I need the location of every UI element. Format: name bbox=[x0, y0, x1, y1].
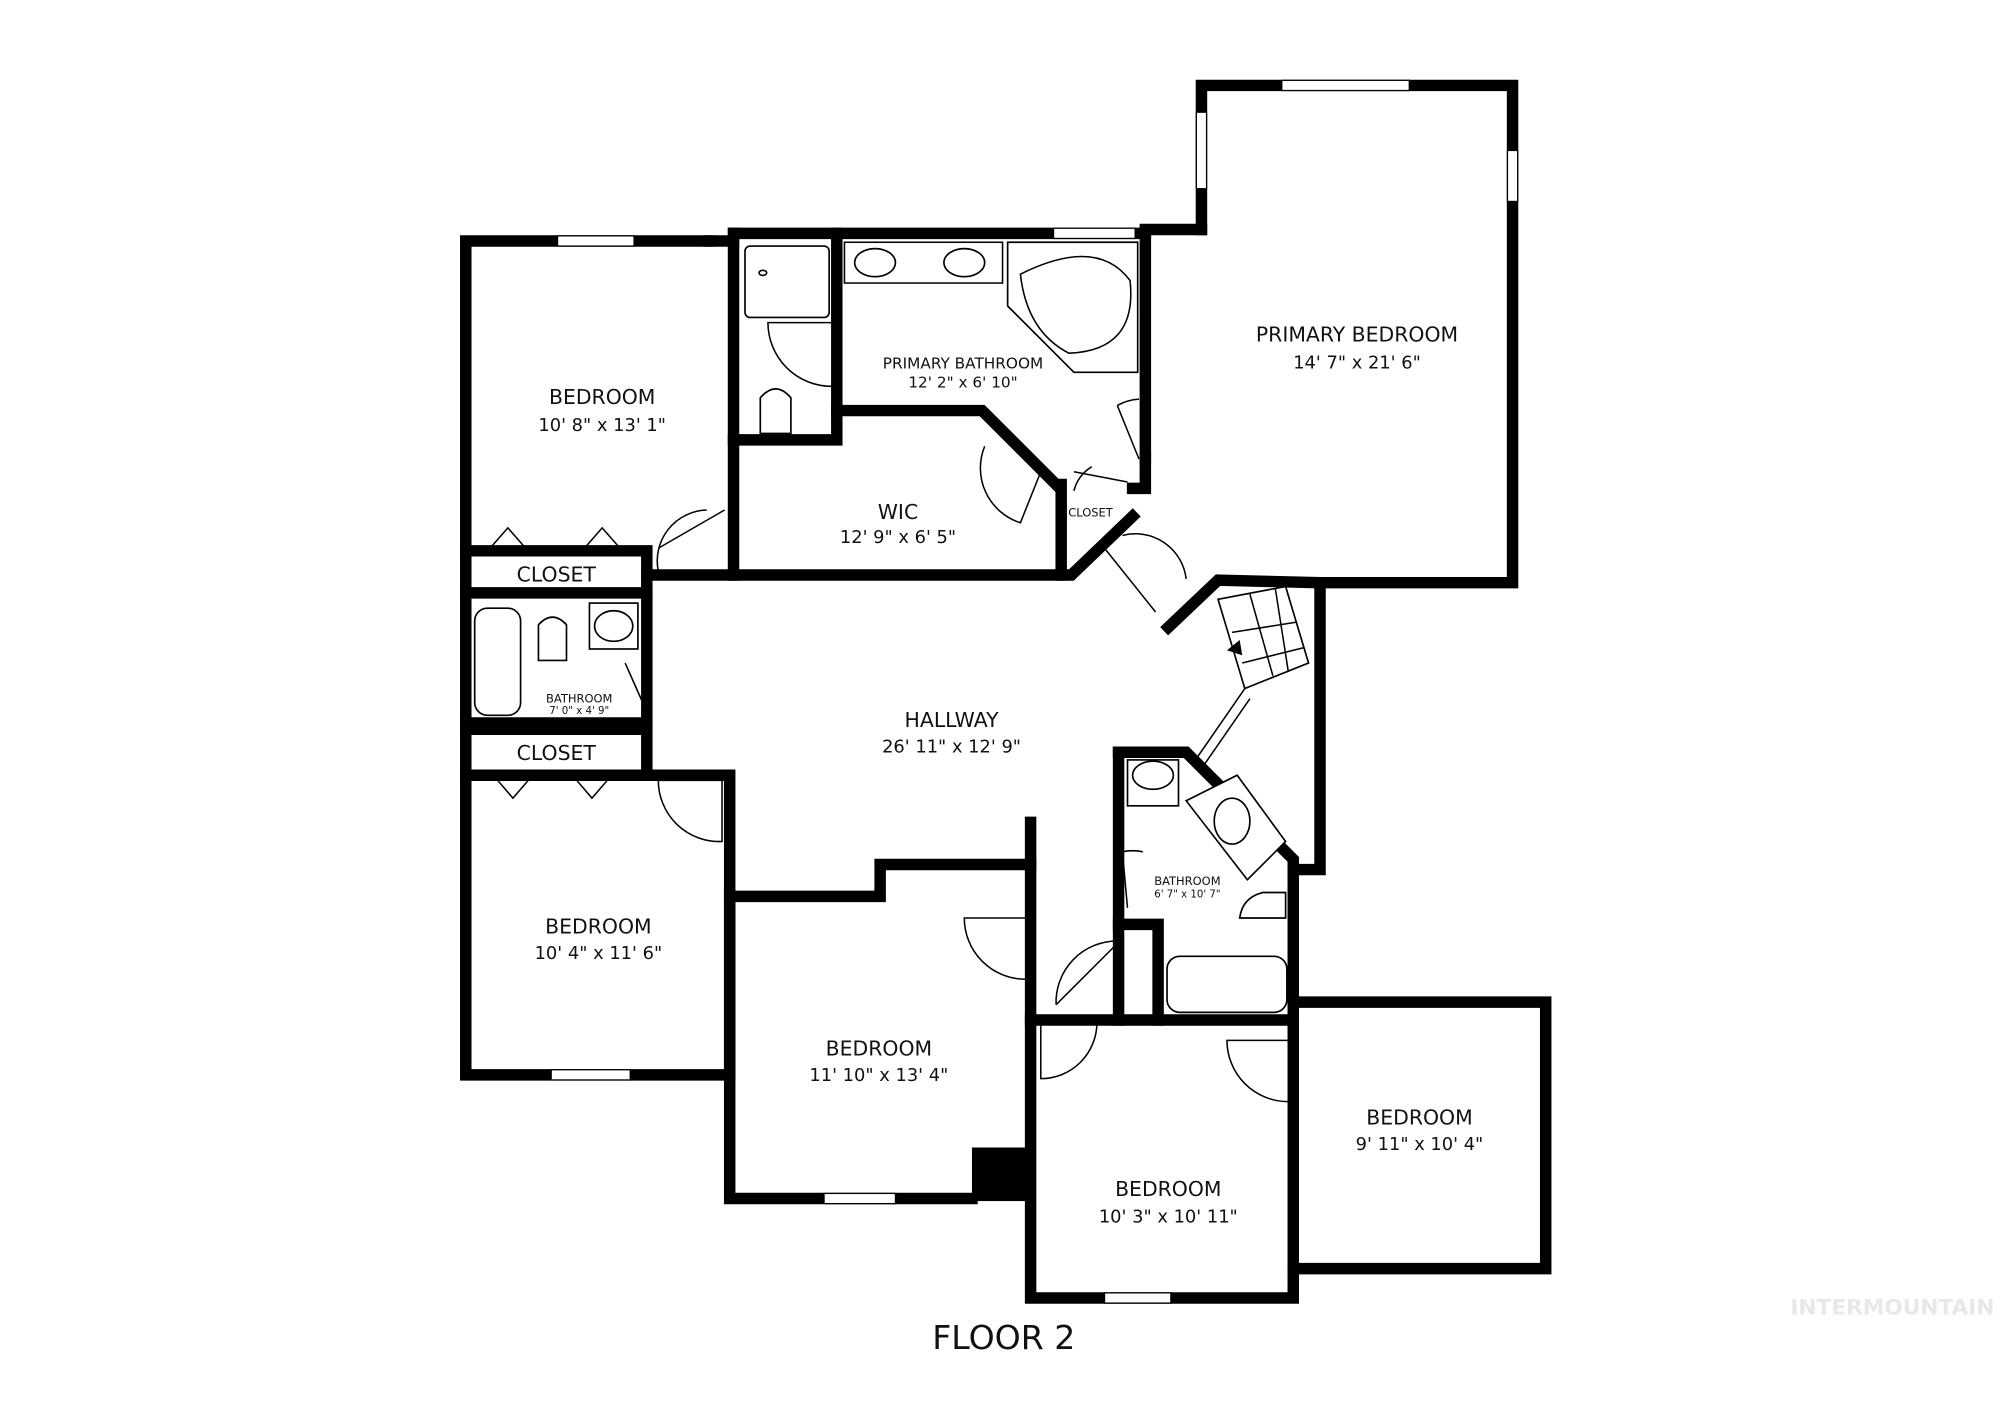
room-name: BEDROOM bbox=[1366, 1106, 1472, 1130]
room-dimensions: 26' 11" x 12' 9" bbox=[882, 736, 1021, 757]
room-dimensions: 10' 3" x 10' 11" bbox=[1099, 1207, 1238, 1228]
room-bedroom-nw: BEDROOM 10' 8" x 13' 1" bbox=[538, 385, 666, 436]
watermark: INTERMOUNTAIN bbox=[1790, 1296, 1994, 1321]
room-bedroom-sse: BEDROOM 10' 3" x 10' 11" bbox=[1099, 1177, 1238, 1228]
room-closet-lower: CLOSET bbox=[517, 741, 597, 765]
room-name: BEDROOM bbox=[1115, 1177, 1221, 1201]
floor-label: FLOOR 2 bbox=[932, 1318, 1075, 1357]
room-dimensions: 10' 4" x 11' 6" bbox=[535, 943, 663, 964]
room-name: BEDROOM bbox=[826, 1037, 932, 1061]
room-dimensions: 12' 2" x 6' 10" bbox=[908, 374, 1017, 392]
room-bedroom-s: BEDROOM 11' 10" x 13' 4" bbox=[809, 1037, 948, 1087]
room-hallway: HALLWAY 26' 11" x 12' 9" bbox=[882, 708, 1021, 758]
room-dimensions: 10' 8" x 13' 1" bbox=[538, 415, 666, 436]
room-bathroom-east: BATHROOM 6' 7" x 10' 7" bbox=[1154, 874, 1220, 901]
room-name: BATHROOM bbox=[546, 692, 612, 706]
room-primary-bedroom: PRIMARY BEDROOM 14' 7" x 21' 6" bbox=[1256, 323, 1458, 374]
room-name: WIC bbox=[878, 500, 918, 524]
walls bbox=[460, 79, 1552, 1304]
room-dimensions: 6' 7" x 10' 7" bbox=[1154, 890, 1220, 901]
room-dimensions: 12' 9" x 6' 5" bbox=[840, 527, 956, 548]
room-name: PRIMARY BATHROOM bbox=[883, 354, 1043, 372]
room-dimensions: 7' 0" x 4' 9" bbox=[549, 706, 609, 717]
room-bedroom-sw: BEDROOM 10' 4" x 11' 6" bbox=[535, 914, 663, 964]
doors bbox=[489, 321, 1289, 1103]
room-name: HALLWAY bbox=[905, 708, 1000, 732]
fixtures bbox=[473, 241, 1310, 1014]
room-name: PRIMARY BEDROOM bbox=[1256, 323, 1458, 347]
room-closet-small: CLOSET bbox=[1068, 505, 1114, 519]
room-bathroom-west: BATHROOM 7' 0" x 4' 9" bbox=[546, 692, 612, 717]
room-wic: WIC 12' 9" x 6' 5" bbox=[840, 500, 956, 548]
staircase bbox=[1195, 585, 1310, 767]
room-name: BATHROOM bbox=[1154, 874, 1220, 888]
room-closet-upper: CLOSET bbox=[517, 562, 597, 586]
structural-column bbox=[971, 1147, 1026, 1202]
room-bedroom-se: BEDROOM 9' 11" x 10' 4" bbox=[1356, 1106, 1484, 1156]
room-primary-bathroom: PRIMARY BATHROOM 12' 2" x 6' 10" bbox=[883, 354, 1043, 391]
room-name: BEDROOM bbox=[545, 914, 651, 938]
windows bbox=[550, 79, 1519, 1304]
room-dimensions: 11' 10" x 13' 4" bbox=[809, 1065, 948, 1086]
room-dimensions: 14' 7" x 21' 6" bbox=[1293, 352, 1421, 373]
room-name: BEDROOM bbox=[549, 385, 655, 409]
room-dimensions: 9' 11" x 10' 4" bbox=[1356, 1134, 1484, 1155]
